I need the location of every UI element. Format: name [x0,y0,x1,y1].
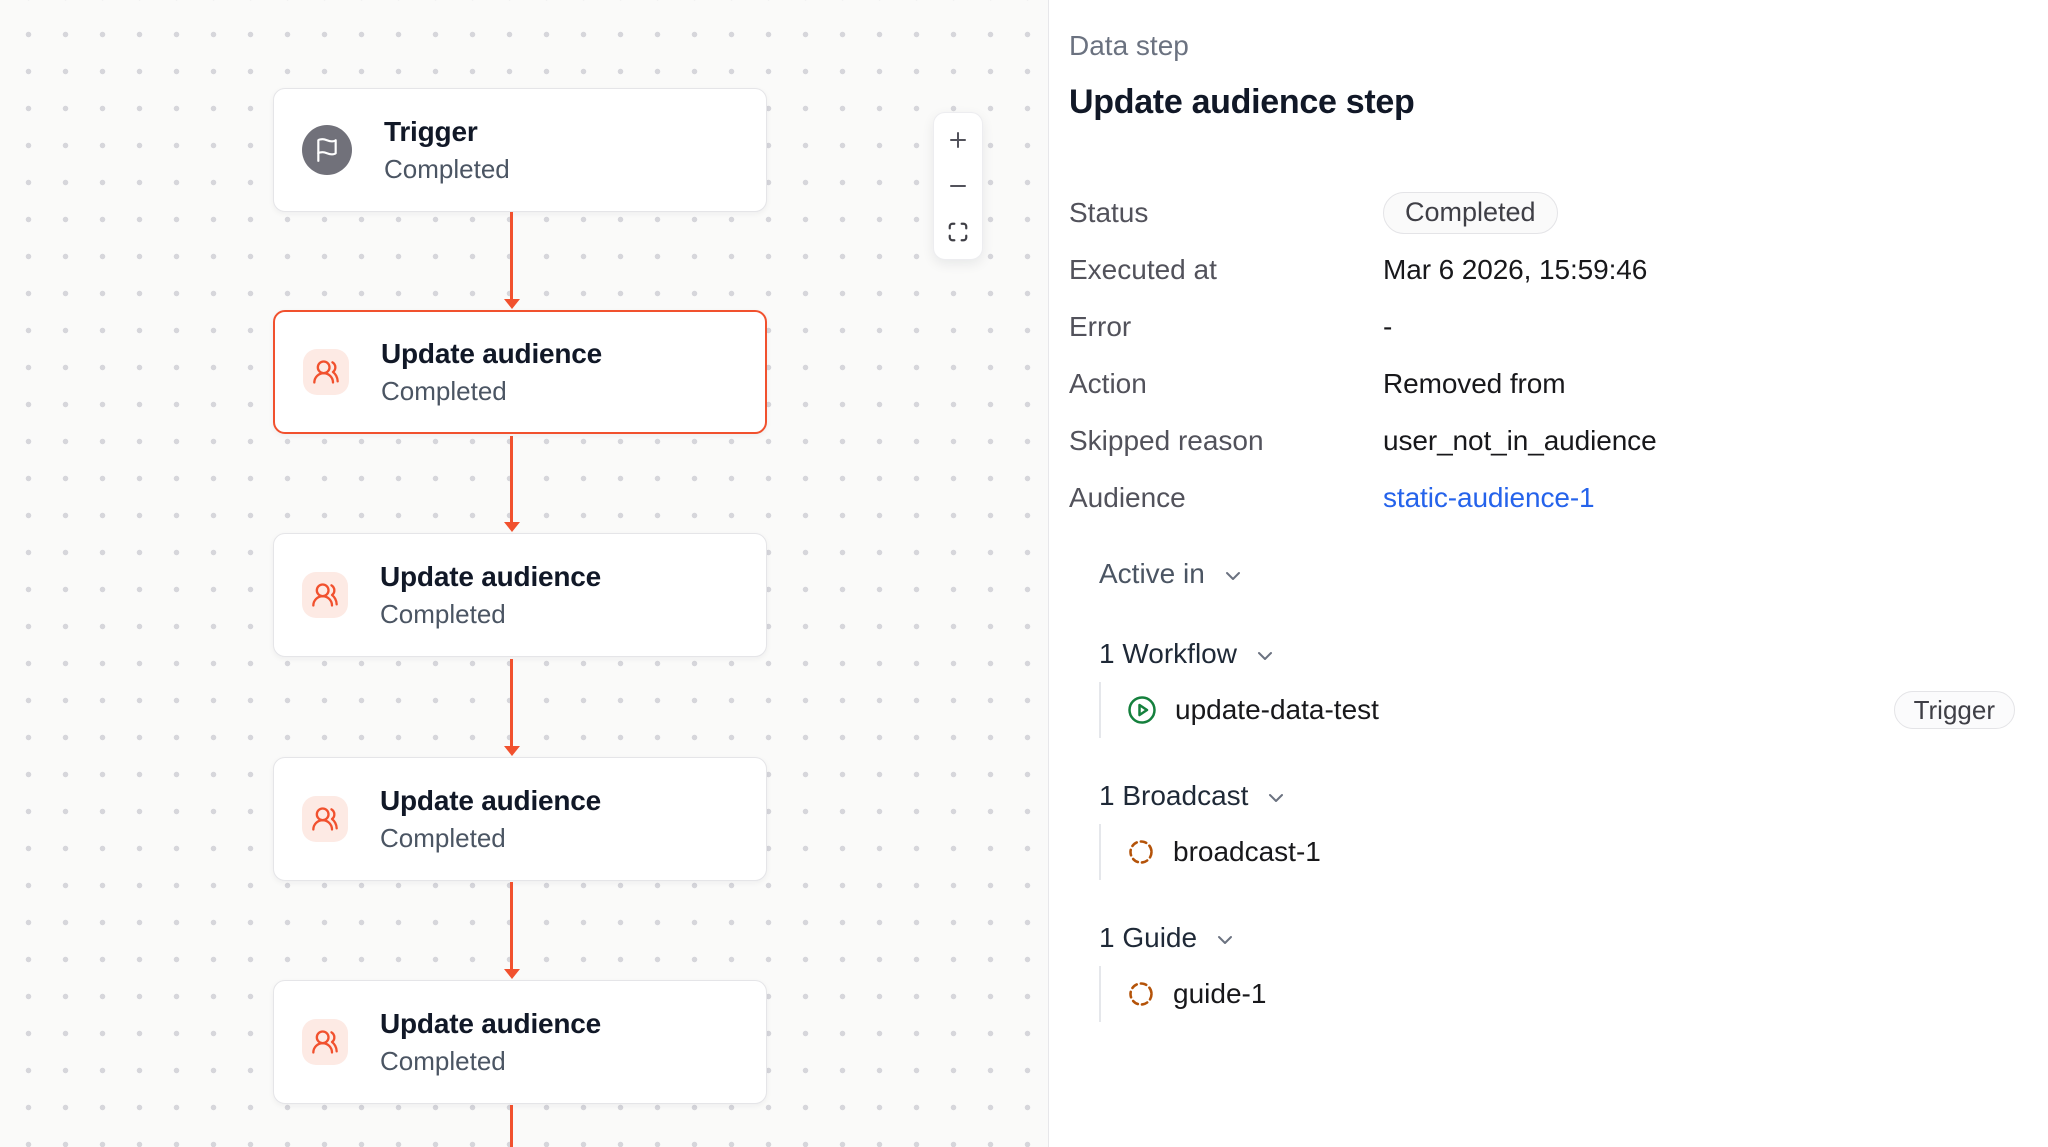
field-row-error: Error - [1069,298,2048,355]
workflow-canvas[interactable]: Trigger Completed Update audience Comple… [0,0,1049,1147]
node-title: Update audience [381,338,603,369]
node-status: Completed [384,154,510,184]
group-label: 1 Guide [1099,922,1198,953]
node-title: Update audience [380,561,602,592]
chevron-down-icon [1253,644,1277,668]
node-trigger[interactable]: Trigger Completed [273,88,767,212]
zoom-in-button[interactable] [938,120,978,160]
node-update-audience[interactable]: Update audience Completed [273,533,767,657]
field-label: Skipped reason [1069,424,1264,456]
node-status: Completed [380,599,506,629]
field-value: Removed from [1383,367,1566,399]
field-label: Audience [1069,481,1186,513]
node-status: Completed [380,1046,506,1076]
edge-line [510,1105,513,1147]
broadcast-name: broadcast-1 [1173,836,1321,867]
canvas-zoom-toolbar [933,112,983,260]
zoom-out-button[interactable] [938,166,978,206]
audience-link[interactable]: static-audience-1 [1383,481,1595,513]
active-in-section: Active in 1 Workflow update-data-test Tr… [1069,552,2048,1022]
broadcast-list-item[interactable]: broadcast-1 [1099,824,2048,880]
step-fields: Status Completed Executed at Mar 6 2026,… [1069,184,2048,526]
node-update-audience[interactable]: Update audience Completed [273,757,767,881]
node-status: Completed [381,376,507,406]
node-title: Update audience [380,785,602,816]
field-label: Executed at [1069,253,1217,285]
status-badge: Completed [1383,191,1558,234]
guide-group-toggle[interactable]: 1 Guide [1099,916,1237,960]
field-value: user_not_in_audience [1383,424,1657,456]
workflow-list-item[interactable]: update-data-test Trigger [1099,682,2048,738]
play-circle-icon [1127,695,1157,725]
field-value: - [1383,310,1393,342]
users-icon [302,796,348,842]
chevron-down-icon [1264,786,1288,810]
maximize-icon [947,221,969,243]
plus-icon [946,128,970,152]
active-in-label: Active in [1099,558,1205,589]
field-label: Status [1069,196,1149,228]
group-label: 1 Workflow [1099,638,1237,669]
page-title: Update audience step [1069,83,1415,121]
flag-icon [302,125,352,175]
users-icon [303,349,349,395]
field-row-audience: Audience static-audience-1 [1069,469,2048,526]
guide-name: guide-1 [1173,978,1267,1009]
users-icon [302,572,348,618]
field-label: Action [1069,367,1147,399]
dashed-circle-icon [1127,838,1155,866]
edge-arrow [510,882,513,970]
edge-arrow [510,212,513,300]
field-row-skipped-reason: Skipped reason user_not_in_audience [1069,412,2048,469]
users-icon [302,1019,348,1065]
node-title: Trigger [384,116,478,147]
active-in-toggle[interactable]: Active in [1099,552,1245,596]
field-row-executed-at: Executed at Mar 6 2026, 15:59:46 [1069,241,2048,298]
field-value: Mar 6 2026, 15:59:46 [1383,253,1648,285]
node-update-audience-selected[interactable]: Update audience Completed [273,310,767,434]
field-row-status: Status Completed [1069,184,2048,241]
field-label: Error [1069,310,1132,342]
node-status: Completed [380,823,506,853]
edge-arrow [510,436,513,523]
minus-icon [946,174,970,198]
node-title: Update audience [380,1008,602,1039]
dashed-circle-icon [1127,980,1155,1008]
edge-arrow [510,659,513,747]
trigger-badge: Trigger [1893,691,2015,729]
guide-list-item[interactable]: guide-1 [1099,966,2048,1022]
step-detail-panel: Data step Update audience step Status Co… [1049,0,2048,1147]
chevron-down-icon [1213,928,1237,952]
chevron-down-icon [1221,564,1245,588]
group-label: 1 Broadcast [1099,780,1249,811]
workflow-name: update-data-test [1175,694,1379,725]
workflow-group-toggle[interactable]: 1 Workflow [1099,632,1277,676]
broadcast-group-toggle[interactable]: 1 Broadcast [1099,774,1288,818]
fit-view-button[interactable] [938,212,978,252]
field-row-action: Action Removed from [1069,355,2048,412]
node-update-audience[interactable]: Update audience Completed [273,980,767,1104]
panel-eyebrow: Data step [1069,30,1189,61]
